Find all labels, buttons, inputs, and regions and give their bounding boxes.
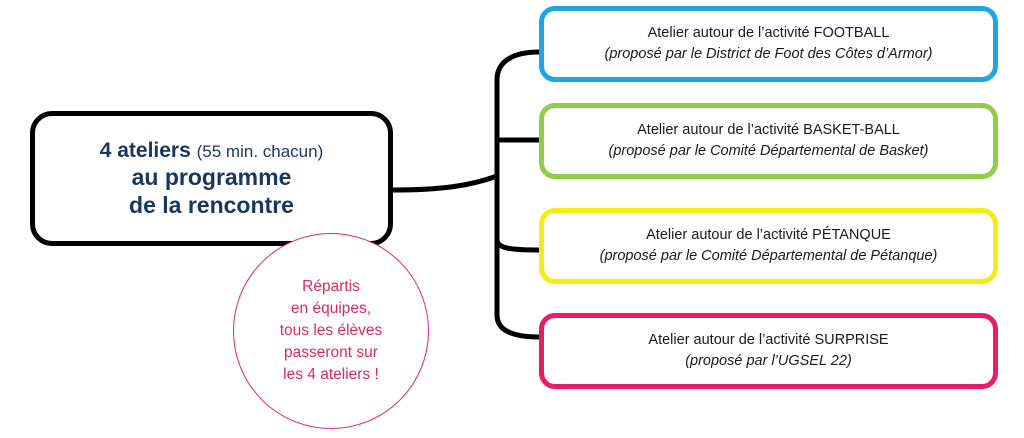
ateliers-count: 4 ateliers: [99, 138, 191, 162]
workshop-basket-ball: Atelier autour de l’activité BASKET-BALL…: [539, 103, 998, 179]
main-topic-box: 4 ateliers (55 min. chacun) au programme…: [30, 111, 393, 246]
main-topic-line2: au programme: [131, 164, 292, 191]
note-line: passeront sur: [284, 344, 378, 361]
note-line: en équipes,: [290, 300, 372, 317]
workshop-title: Atelier autour de l’activité PÉTANQUE: [646, 226, 891, 243]
connector-to-petanque: [494, 173, 542, 253]
workshop-title: Atelier autour de l’activité BASKET-BALL: [637, 121, 900, 138]
note-line: Répartis: [302, 278, 360, 295]
main-topic-line3: de la rencontre: [129, 192, 294, 219]
workshop-title: Atelier autour de l’activité FOOTBALL: [647, 24, 890, 41]
teams-note-circle: Répartis en équipes, tous les élèves pas…: [233, 233, 429, 429]
workshop-football: Atelier autour de l’activité FOOTBALL (p…: [539, 6, 998, 82]
main-topic-line1: 4 ateliers (55 min. chacun): [100, 138, 324, 164]
note-line: les 4 ateliers !: [283, 366, 379, 383]
workshop-title: Atelier autour de l’activité SURPRISE: [648, 331, 889, 348]
connector-to-football: [494, 49, 542, 179]
duration-note: (55 min. chacun): [196, 141, 324, 161]
workshop-petanque: Atelier autour de l’activité PÉTANQUE (p…: [539, 208, 998, 284]
workshop-subtitle: (proposé par le District de Foot des Côt…: [604, 46, 933, 62]
workshop-surprise: Atelier autour de l’activité SURPRISE (p…: [539, 313, 998, 389]
connector-to-surprise: [494, 237, 542, 340]
note-line: tous les élèves: [279, 322, 383, 339]
connector-trunk: [390, 173, 500, 193]
workshop-subtitle: (proposé par le Comité Départemental de …: [599, 248, 938, 264]
workshop-subtitle: (proposé par l’UGSEL 22): [685, 353, 852, 369]
workshop-subtitle: (proposé par le Comité Départemental de …: [608, 143, 929, 159]
